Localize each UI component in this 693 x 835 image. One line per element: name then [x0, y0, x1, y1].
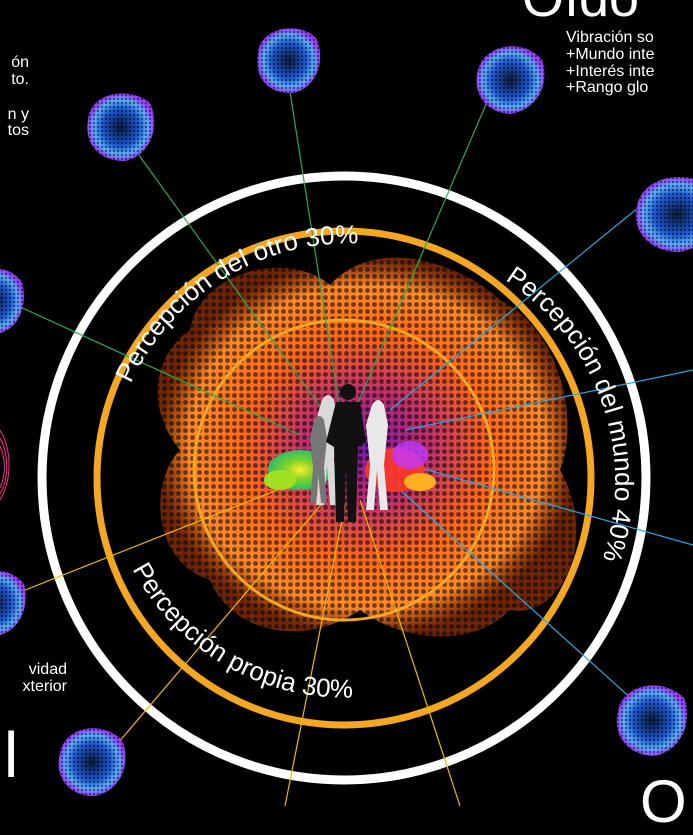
line-otro-3 — [354, 59, 506, 411]
line-mundo-4 — [399, 489, 656, 721]
particle-sphere-icon — [58, 728, 126, 796]
particle-sphere-icon — [0, 269, 24, 333]
line-propia-4 — [359, 499, 461, 806]
line-otro-1 — [109, 114, 331, 421]
bottom-left-text: vidad xterior — [22, 661, 67, 696]
line-mundo-1 — [389, 189, 661, 411]
particle-sphere-icon — [635, 177, 693, 252]
text-line: +Rango glo — [566, 79, 649, 97]
magenta-swirl-icon — [0, 429, 10, 501]
title-fragment: Oído — [522, 0, 639, 27]
top-right-text: Vibración so +Mundo inte +Interés inte +… — [566, 29, 655, 97]
line-otro-2 — [284, 59, 341, 411]
line-propia-3 — [284, 504, 346, 806]
particle-sphere-icon — [87, 93, 155, 161]
inner-orange-ring — [192, 318, 496, 622]
particle-sphere-icon — [0, 571, 26, 635]
particle-sphere-icon — [616, 685, 688, 756]
text-line: Vibración so — [566, 29, 654, 46]
line-mundo-3 — [409, 464, 693, 546]
central-particle-blob — [157, 257, 577, 637]
text-line: to. — [11, 70, 29, 88]
middle-orange-ring — [93, 227, 595, 729]
line-otro-4 — [4, 299, 301, 436]
particle-sphere-icon — [257, 28, 321, 94]
text-line: n y — [7, 105, 29, 123]
text-line: vidad — [28, 661, 67, 678]
text-line: tos — [7, 122, 29, 140]
line-mundo-2 — [404, 369, 693, 431]
top-left-text: ón to. n y tos — [7, 54, 29, 140]
text-line: +Mundo inte — [566, 45, 655, 63]
human-silhouettes-icon — [310, 384, 388, 522]
outer-white-ring — [37, 171, 651, 785]
text-line: xterior — [22, 677, 67, 695]
connector-lines — [0, 59, 693, 806]
text-line: +Interés inte — [566, 62, 655, 80]
particle-sphere-icon — [476, 46, 545, 114]
line-propia-2 — [94, 499, 326, 771]
perception-diagram: Percepción del otro 30% Percepción del m… — [0, 28, 693, 806]
line-propia-1 — [0, 484, 291, 601]
left-glyph: l — [4, 719, 19, 791]
text-line: ón — [11, 54, 29, 71]
